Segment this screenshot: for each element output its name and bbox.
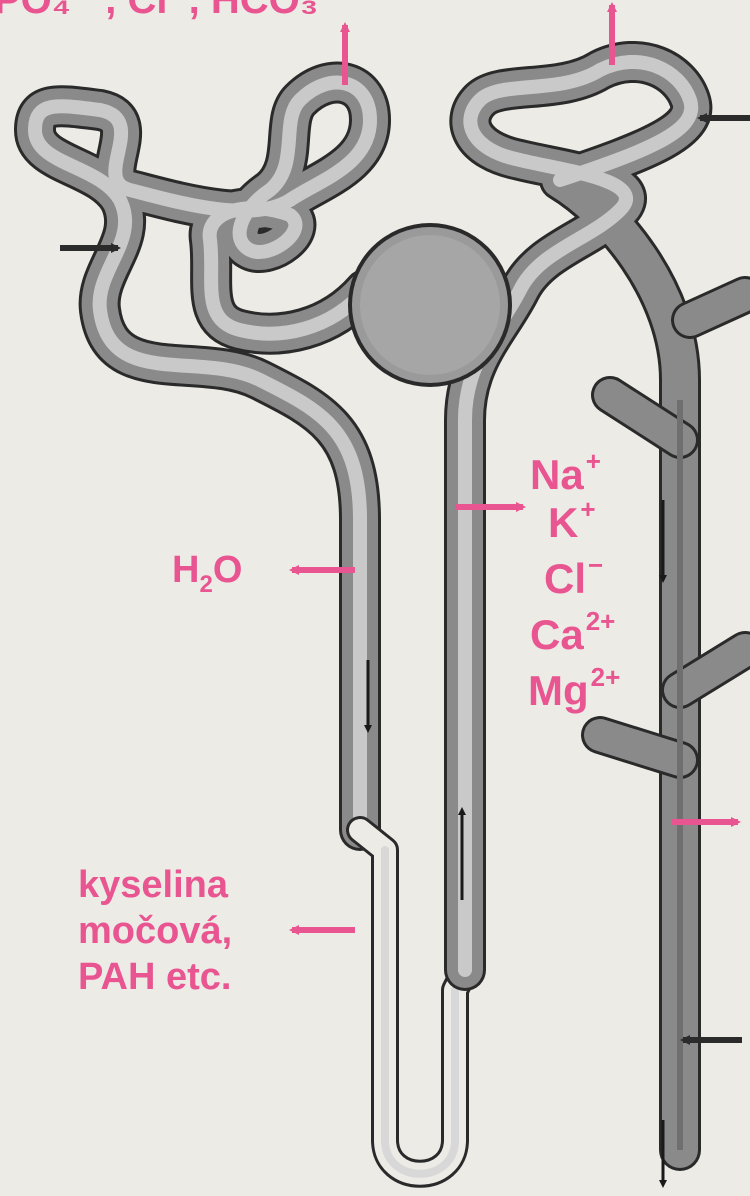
ion-charge: + <box>586 446 601 476</box>
top-ion-label: PO₄³⁻, Cl⁻, HCO₃⁻ <box>0 0 339 20</box>
ion-symbol: Cl <box>544 555 586 602</box>
ion-charge: − <box>588 550 603 580</box>
ion-mg: Mg2+ <box>528 668 620 712</box>
ion-symbol: Ca <box>530 611 584 658</box>
ion-na: Na+ <box>530 452 601 496</box>
ion-cl: Cl− <box>544 556 603 600</box>
water-label-base: H <box>172 549 199 591</box>
water-label-sub: 2 <box>199 571 212 598</box>
acid-label: kyselina močová, PAH etc. <box>78 862 232 1000</box>
ion-charge: 2+ <box>591 662 621 692</box>
proximal-tubule <box>35 83 370 830</box>
ion-symbol: Mg <box>528 667 589 714</box>
water-label-tail: O <box>213 549 243 591</box>
glomerulus <box>348 223 512 387</box>
ion-symbol: K <box>548 499 578 546</box>
flow-arrows <box>368 500 663 1185</box>
ion-k: K+ <box>548 500 596 544</box>
acid-label-line1: kyselina <box>78 862 232 908</box>
ion-charge: + <box>580 494 595 524</box>
ion-charge: 2+ <box>586 606 616 636</box>
ion-ca: Ca2+ <box>530 612 615 656</box>
distal-tubule <box>465 62 691 1150</box>
acid-label-line3: PAH etc. <box>78 954 232 1000</box>
water-label: H2O <box>172 551 242 589</box>
ion-symbol: Na <box>530 451 584 498</box>
acid-label-line2: močová, <box>78 908 232 954</box>
